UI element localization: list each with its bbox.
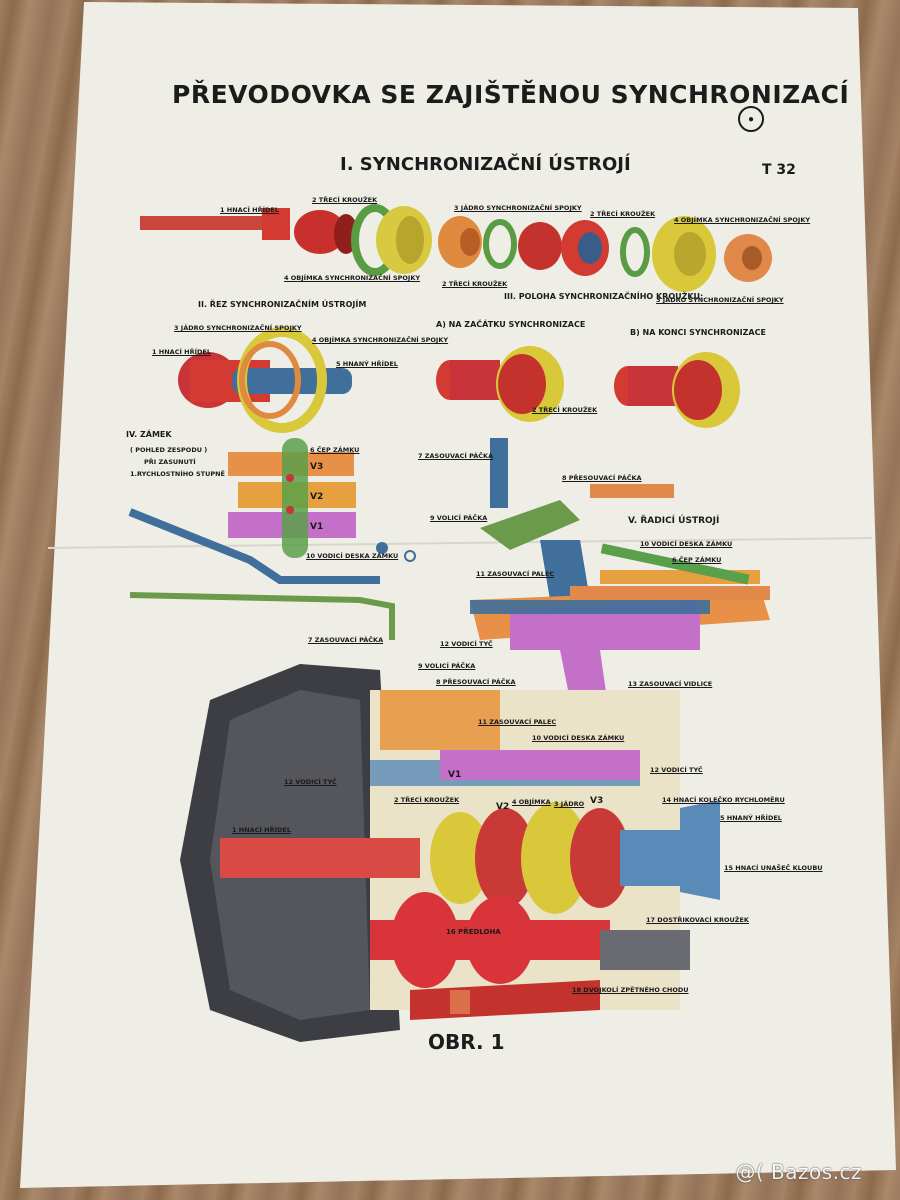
- part-label: 10 VODICÍ DESKA ZÁMKU: [532, 734, 625, 742]
- watermark: @( Bazos.cz: [735, 1160, 862, 1184]
- part-label: 14 HNACÍ KOLEČKO RYCHLOMĚRU: [662, 796, 785, 804]
- part-label: 2 TŘECÍ KROUŽEK: [590, 210, 656, 218]
- part-label: 8 PŘESOUVACÍ PÁČKA: [562, 474, 642, 482]
- part-label: 7 ZASOUVACÍ PÁČKA: [418, 452, 494, 460]
- part-label: 4 OBJÍMKA SYNCHRONIZAČNÍ SPOJKY: [674, 216, 811, 224]
- part-label: 3 JÁDRO SYNCHRONIZAČNÍ SPOJKY: [454, 204, 582, 212]
- part-label: 11 ZASOUVACÍ PALEC: [476, 570, 555, 578]
- section-1-title: I. SYNCHRONIZAČNÍ ÚSTROJÍ: [340, 154, 631, 175]
- part-label: 2 TŘECÍ KROUŽEK: [394, 796, 460, 804]
- part-label: 15 HNACÍ UNAŠEČ KLOUBU: [724, 864, 823, 872]
- part-label: 5 HNANÝ HŘÍDEL: [720, 814, 782, 822]
- rod-label: V2: [310, 492, 324, 502]
- shift-mechanism: [470, 438, 770, 720]
- main-input-shaft: [220, 838, 420, 878]
- synchronizer-cross-section: [178, 327, 352, 433]
- section-5-title: V. ŘADICÍ ÚSTROJÍ: [628, 516, 720, 526]
- part-label: 11 ZASOUVACÍ PALEC: [478, 718, 557, 726]
- paper-fold: [47, 537, 873, 549]
- section-3-title: III. POLOHA SYNCHRONIZAČNÍHO KROUŽKU:: [504, 292, 704, 301]
- gearbox-housing: [180, 664, 720, 1042]
- part-label: 3 JÁDRO SYNCHRONIZAČNÍ SPOJKY: [656, 296, 784, 304]
- part-label: 7 ZASOUVACÍ PÁČKA: [308, 636, 384, 644]
- rod-label: V1: [448, 770, 462, 780]
- rod-label: V1: [310, 522, 324, 532]
- part-label: 4 OBJÍMKA: [512, 798, 551, 806]
- part-label: 1 HNACÍ HŘÍDEL: [152, 348, 211, 356]
- part-label: 13 ZASOUVACÍ VIDLICE: [628, 680, 713, 688]
- part-label: 8 PŘESOUVACÍ PÁČKA: [436, 678, 516, 686]
- rod-label: V3: [310, 462, 324, 472]
- part-label: 6 ČEP ZÁMKU: [310, 446, 360, 454]
- lock-diagram: [228, 438, 356, 558]
- part-label: 12 VODICÍ TYČ: [650, 766, 703, 774]
- skoda-logo-icon: ●: [738, 106, 764, 132]
- part-label: 9 VOLICÍ PÁČKA: [418, 662, 476, 670]
- exploded-synchronizer: [140, 204, 772, 292]
- part-label: 12 VODICÍ TYČ: [284, 778, 337, 786]
- figure-label: OBR. 1: [428, 1030, 505, 1054]
- part-label: 2 TŘECÍ KROUŽEK: [312, 196, 378, 204]
- part-label: 3 JÁDRO: [554, 800, 585, 808]
- part-label: 4 OBJÍMKA SYNCHRONIZAČNÍ SPOJKY: [312, 336, 449, 344]
- part-label: 10 VODICÍ DESKA ZÁMKU: [640, 540, 733, 548]
- part-label: 1 HNACÍ HŘÍDEL: [220, 206, 279, 214]
- rod-label: V2: [496, 802, 510, 812]
- section-4-note: ( POHLED ZESPODU ): [130, 446, 208, 454]
- shift-rods: [128, 508, 416, 640]
- part-label: 17 DOSTŘIKOVACÍ KROUŽEK: [646, 916, 749, 924]
- input-gear: [294, 210, 346, 254]
- poster-title: PŘEVODOVKA SE ZAJIŠTĚNOU SYNCHRONIZACÍ: [172, 80, 850, 109]
- part-label: 4 OBJÍMKA SYNCHRONIZAČNÍ SPOJKY: [284, 274, 421, 282]
- friction-ring-3: [620, 227, 650, 277]
- ring-position-b: [614, 352, 740, 428]
- part-label: 2 TŘECÍ KROUŽEK: [442, 280, 508, 288]
- input-shaft: [140, 216, 290, 230]
- part-label: 10 VODICÍ DESKA ZÁMKU: [306, 552, 399, 560]
- poster-code: T 32: [762, 162, 796, 178]
- section-3b-title: B) NA KONCI SYNCHRONIZACE: [630, 328, 766, 337]
- friction-ring-2: [483, 219, 517, 269]
- section-4-note: 1.RYCHLOSTNÍHO STUPNĚ: [130, 470, 226, 478]
- part-label: 18 DVOJKOLÍ ZPĚTNÉHO CHODU: [572, 986, 689, 994]
- section-4-note: PŘI ZASUNUTÍ: [144, 458, 196, 466]
- part-label: 6 ČEP ZÁMKU: [672, 556, 722, 564]
- part-label: 5 HNANÝ HŘÍDEL: [336, 360, 398, 368]
- ring-position-a: [436, 346, 564, 422]
- section-4-title: IV. ZÁMEK: [126, 430, 172, 439]
- part-label: 2 TŘECÍ KROUŽEK: [532, 406, 598, 414]
- part-label: 1 HNACÍ HŘÍDEL: [232, 826, 291, 834]
- part-label: 3 JÁDRO SYNCHRONIZAČNÍ SPOJKY: [174, 324, 302, 332]
- gear-2: [518, 222, 562, 270]
- section-3a-title: A) NA ZAČÁTKU SYNCHRONIZACE: [436, 320, 586, 329]
- part-label: 16 PŘEDLOHA: [446, 928, 501, 936]
- part-label: 12 VODICÍ TYČ: [440, 640, 493, 648]
- section-2-title: II. ŘEZ SYNCHRONIZAČNÍM ÚSTROJÍM: [198, 300, 367, 309]
- part-label: 9 VOLICÍ PÁČKA: [430, 514, 488, 522]
- rod-label: V3: [590, 796, 604, 806]
